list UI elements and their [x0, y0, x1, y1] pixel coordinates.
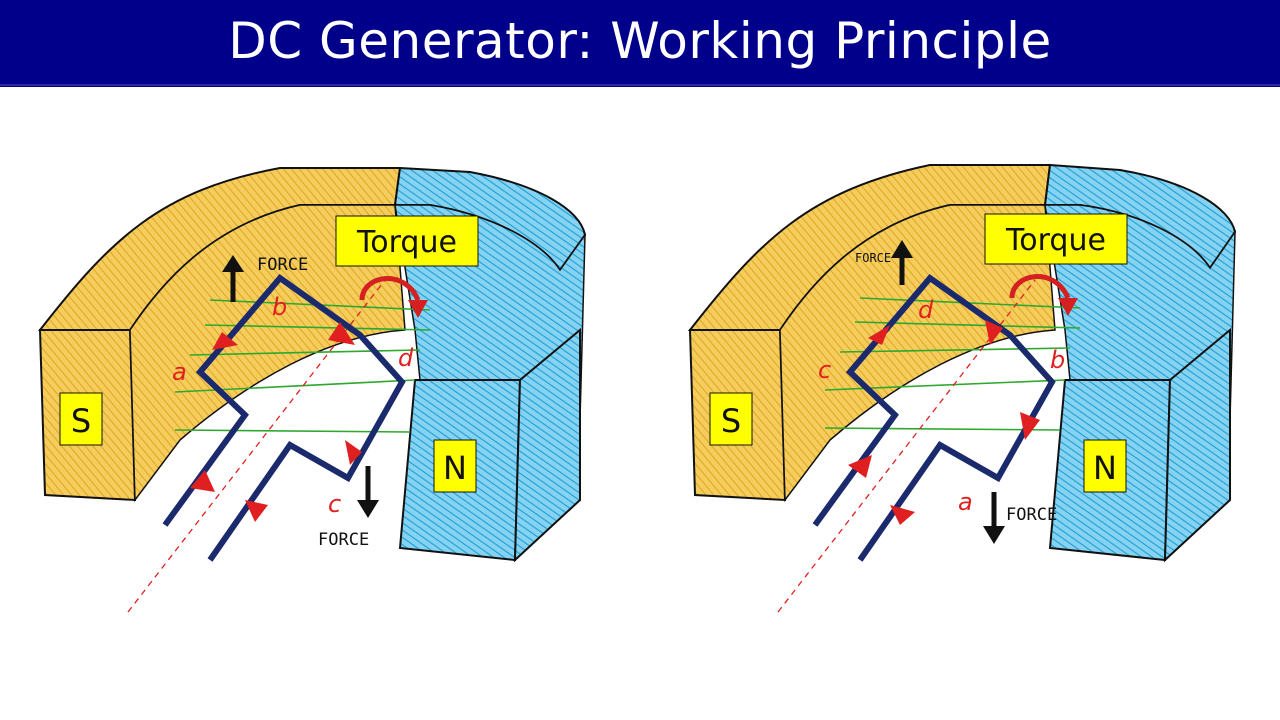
right-force-top-label: FORCE: [855, 251, 891, 265]
left-south-box: [59, 392, 103, 446]
left-corner-label-d: d: [398, 344, 414, 372]
page-title: DC Generator: Working Principle: [228, 12, 1052, 70]
left-current-arrow: [245, 500, 268, 522]
title-bar: DC Generator: Working Principle: [0, 0, 1280, 87]
left-current-arrow: [328, 322, 355, 345]
left-force-arrow-down-head: [357, 500, 379, 518]
right-corner-label-c: c: [818, 356, 831, 384]
left-torque-label: Torque: [356, 225, 457, 260]
right-force-arrow-down-head: [983, 526, 1005, 544]
right-north-box: [1083, 439, 1127, 493]
right-north-label: N: [1093, 449, 1117, 487]
left-corner-label-a: a: [172, 358, 187, 386]
left-coil: [162, 273, 406, 562]
right-current-arrow: [1020, 412, 1040, 440]
right-current-arrow: [985, 320, 1003, 345]
right-south-box: [709, 392, 753, 446]
right-force-arrow-up-head: [891, 240, 913, 258]
left-diagram: Torque S N FORCE FORCE a b c d: [37, 166, 587, 613]
left-current-arrows: [190, 322, 362, 522]
right-south-label: S: [721, 402, 741, 440]
right-current-arrow: [868, 325, 890, 345]
left-current-arrow: [212, 332, 238, 350]
left-north-label: N: [443, 449, 467, 487]
left-north-box: [433, 439, 477, 493]
right-corner-label-b: b: [1050, 346, 1065, 374]
right-north-magnet-edge: [1163, 327, 1231, 563]
left-current-arrow: [190, 470, 215, 492]
right-rotation-axis: [777, 279, 1036, 613]
right-corner-label-a: a: [958, 488, 973, 516]
left-torque-arrowhead: [408, 300, 428, 318]
left-corner-label-b: b: [272, 293, 287, 321]
right-torque-box: [984, 213, 1128, 265]
left-force-bottom-label: FORCE: [318, 530, 369, 550]
right-torque-label: Torque: [1005, 223, 1106, 258]
left-current-arrow: [345, 440, 362, 465]
right-south-magnet-inner: [779, 204, 1056, 503]
right-torque-arrowhead: [1058, 298, 1078, 316]
right-force-bottom-label: FORCE: [1006, 505, 1057, 525]
left-force-top-label: FORCE: [257, 255, 308, 275]
title-bar-rule: [0, 84, 1280, 86]
right-corner-label-d: d: [918, 296, 934, 324]
left-torque-box: [335, 215, 479, 267]
left-north-magnet-edge: [513, 327, 581, 563]
right-torque-arrow: [1009, 274, 1071, 300]
left-rotation-axis: [127, 279, 386, 613]
left-force-arrow-up-head: [222, 255, 244, 272]
right-current-arrow: [890, 505, 915, 525]
right-current-arrows: [848, 320, 1040, 525]
right-diagram: Torque S N FORCE FORCE a b c d: [687, 163, 1237, 613]
left-torque-arrow: [359, 276, 421, 302]
left-south-label: S: [71, 402, 91, 440]
right-current-arrow: [848, 455, 872, 478]
right-coil: [812, 273, 1056, 562]
left-corner-label-c: c: [328, 490, 341, 518]
